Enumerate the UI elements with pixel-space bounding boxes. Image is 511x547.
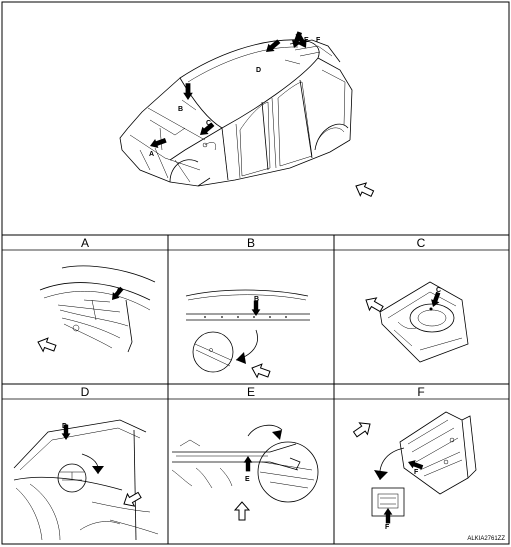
panel-f-direction-arrow (350, 417, 375, 441)
panel-c-illustration (379, 281, 469, 363)
panel-b-illustration (185, 289, 310, 373)
panel-f-callout-upper: F (414, 469, 419, 476)
panel-d-direction-arrow (120, 488, 144, 511)
panel-b-direction-arrow (249, 360, 272, 382)
panel-f-illustration (371, 411, 477, 517)
overview-arrow-e: E (289, 30, 309, 50)
overview-callout-d: D (256, 67, 261, 74)
overview-callout-e: E (304, 37, 309, 44)
panel-d-illustration (13, 419, 159, 541)
overview-arrow-f: F (293, 31, 321, 51)
panel-e-arrow (243, 456, 253, 472)
panel-e-illustration (171, 424, 319, 503)
panel-c-direction-arrow (362, 293, 386, 316)
panel-c-callout: C (436, 287, 441, 294)
car-body-illustration (119, 39, 353, 187)
panel-d-callout: D (62, 423, 67, 430)
panel-a-direction-arrow (35, 334, 58, 356)
panel-c-header: C (417, 236, 426, 250)
panel-e-direction-arrow (234, 501, 250, 521)
panel-e-callout: E (245, 476, 250, 483)
panel-a-illustration (39, 265, 156, 353)
panel-f-header: F (417, 385, 424, 399)
panel-e-header: E (247, 385, 255, 399)
overview-callout-a: A (149, 151, 154, 158)
panel-b-header: B (247, 236, 255, 250)
overview-arrow-c: C (196, 120, 216, 139)
panel-d-header: D (81, 385, 90, 399)
panel-b-callout: B (254, 296, 259, 303)
panel-a-callout: A (116, 288, 121, 295)
panel-f-callout-lower: F (385, 524, 390, 531)
overview-callout-c: C (206, 120, 211, 127)
overview-arrow-b: B (178, 83, 193, 113)
figure-code: ALKIA2761ZZ (467, 536, 505, 542)
panel-a-header: A (81, 236, 89, 250)
overview-arrow-d: D (256, 37, 282, 74)
overview-callout-f: F (316, 37, 321, 44)
overview-callout-b: B (178, 106, 183, 113)
front-direction-arrow (352, 179, 376, 201)
overview-arrow-a: A (148, 135, 168, 158)
